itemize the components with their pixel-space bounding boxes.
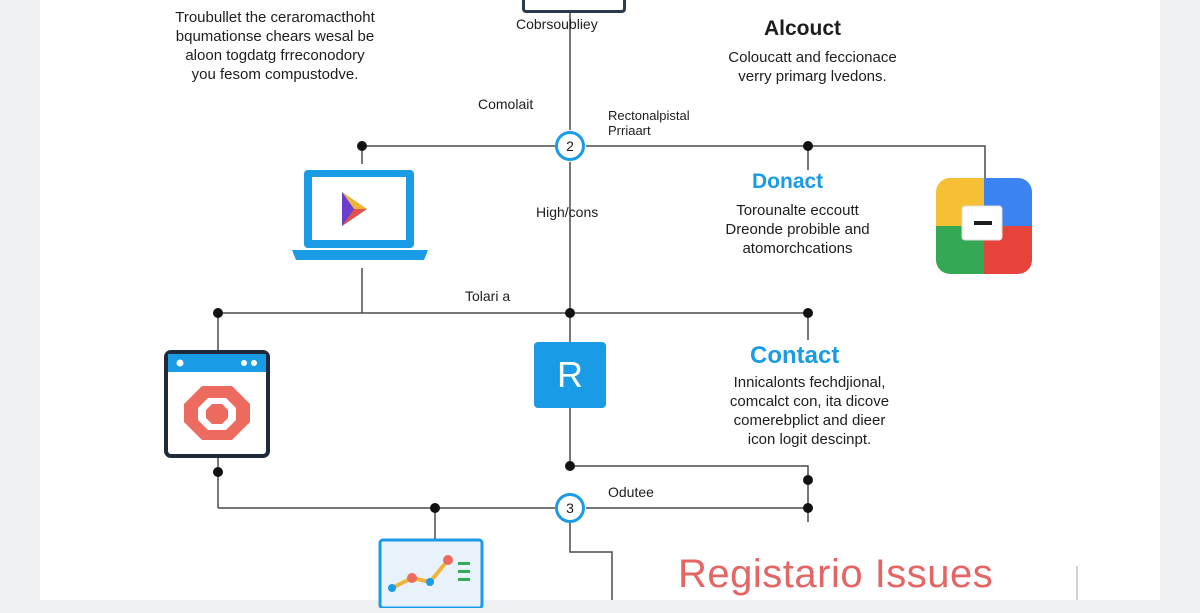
about-line: Coloucatt and feccionace: [728, 49, 897, 66]
donact-line: Dreonde probible and: [725, 221, 870, 238]
intro-paragraph: Troubullet the ceraromacthoht bqumations…: [150, 8, 400, 84]
connector-layer: [213, 0, 986, 600]
junction-dot: [803, 141, 813, 151]
rectonal-label: Rectonalpistal Prriaart: [608, 108, 690, 138]
junction-dot: [213, 308, 223, 318]
laptop-play-icon: [292, 168, 428, 264]
rectonal-line: Prriaart: [608, 123, 651, 138]
google-folder-icon: [936, 178, 1032, 274]
junction-dot: [565, 308, 575, 318]
r-app-icon: R: [534, 342, 606, 408]
contact-line: comerebplict and dieer: [733, 412, 886, 429]
junction-dot: [213, 467, 223, 477]
intro-line: you fesom compustodve.: [191, 66, 359, 83]
connector-row-1-right: [586, 145, 986, 182]
step-2-badge: 2: [555, 131, 585, 161]
contact-description: Innicalonts fechdjional, comcalct con, i…: [702, 373, 917, 449]
intro-line: bqumationse chears wesal be: [175, 28, 375, 45]
donact-line: atomorchcations: [742, 240, 853, 257]
diagram-canvas: [40, 0, 1160, 600]
intro-line: aloon togdatg frreconodory: [185, 47, 365, 64]
title-divider: [1076, 566, 1078, 600]
junction-dot: [430, 503, 440, 513]
about-line: verry primarg lvedons.: [738, 68, 887, 85]
junction-dot: [803, 308, 813, 318]
browser-window-icon: [164, 350, 270, 458]
donact-description: Torounalte eccoutt Dreonde probible and …: [700, 201, 895, 258]
donact-heading: Donact: [752, 170, 824, 193]
junction-dot: [803, 475, 813, 485]
step-3-badge: 3: [555, 493, 585, 523]
connector-spine-bottom: [569, 522, 613, 600]
junction-dot: [565, 461, 575, 471]
line-chart-icon: [378, 538, 484, 610]
odutee-label: Odutee: [608, 484, 654, 500]
tolari-label: Tolari a: [465, 288, 511, 304]
donact-line: Torounalte eccoutt: [736, 202, 859, 219]
page-title: Registario Issues: [678, 552, 994, 596]
junction-dot: [803, 503, 813, 513]
about-description: Coloucatt and feccionace verry primarg l…: [700, 48, 925, 86]
connector-row-3-top: [570, 465, 809, 508]
top-box-fragment: [522, 0, 626, 13]
high-cons-label: High/cons: [536, 204, 599, 220]
rectonal-line: Rectonalpistal: [608, 108, 690, 123]
about-heading: Alcouct: [764, 17, 842, 40]
contact-heading: Contact: [750, 342, 840, 369]
comolait-label: Comolait: [478, 96, 534, 112]
junction-dot: [357, 141, 367, 151]
top-center-label: Cobrsoubliey: [516, 16, 598, 32]
contact-line: Innicalonts fechdjional,: [733, 374, 886, 391]
contact-line: comcalct con, ita dicove: [729, 393, 890, 410]
r-app-letter: R: [557, 354, 583, 395]
contact-line: icon logit descinpt.: [747, 431, 872, 448]
intro-line: Troubullet the ceraromacthoht: [175, 9, 375, 26]
